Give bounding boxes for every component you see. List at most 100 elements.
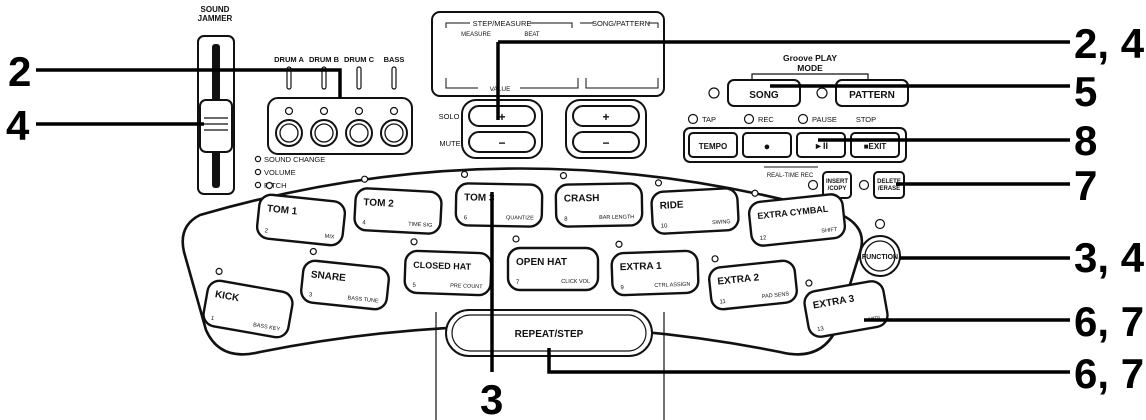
measure-label: MEASURE [461, 32, 491, 38]
rec-button[interactable]: ● [742, 132, 792, 158]
song-pattern-label: SONG/PATTERN [592, 19, 650, 28]
mute-label: MUTE [439, 139, 460, 148]
tap-led [687, 113, 699, 125]
svg-text:●: ● [764, 141, 771, 153]
display-panel [431, 11, 665, 97]
pad-body[interactable] [554, 182, 644, 228]
svg-text:INSERT/COPY: INSERT/COPY [826, 179, 848, 192]
drum-b-label: DRUM B [309, 55, 340, 64]
drum-b-button[interactable] [310, 119, 338, 147]
bass-button[interactable] [380, 119, 408, 147]
pad-function-label: BAR LENGTH [599, 214, 634, 221]
rec-led [743, 113, 755, 125]
pad-function-label: QUANTIZE [506, 215, 534, 221]
pad-body[interactable] [650, 187, 740, 235]
drum-a-button[interactable] [275, 119, 303, 147]
callout-right-7: 7 [1074, 162, 1097, 209]
pad-name-label: SNARE [310, 269, 346, 284]
mode-label: MODE [797, 63, 823, 73]
pad-body[interactable] [506, 246, 600, 292]
svg-text:PATTERN: PATTERN [849, 90, 895, 101]
rec-label: REC [758, 115, 774, 124]
stop-exit-button[interactable]: ■EXIT [850, 132, 900, 158]
drum-c-label: DRUM C [344, 55, 375, 64]
pad-body[interactable] [353, 187, 443, 235]
drum-a-label: DRUM A [274, 55, 304, 64]
tap-label: TAP [702, 115, 716, 124]
pad-body[interactable] [747, 193, 847, 247]
svg-text:+: + [602, 110, 609, 124]
volume-led [254, 168, 262, 176]
pad-body[interactable] [803, 279, 890, 338]
pad-function-label: MIX [324, 234, 335, 241]
pad-function-label: PRE COUNT [450, 283, 483, 290]
pad-function-label: BASS TUNE [347, 295, 379, 304]
song-button[interactable]: SONG [727, 79, 801, 107]
value-minus-button-2[interactable]: − [572, 131, 640, 153]
pad-function-label: TIME SIG [408, 222, 432, 229]
pad-body[interactable] [255, 193, 347, 247]
pad-name-label: KICK [214, 289, 241, 304]
pattern-button[interactable]: PATTERN [835, 79, 909, 107]
svg-text:−: − [602, 136, 609, 150]
svg-text:►II: ►II [814, 141, 828, 151]
song-led [708, 87, 720, 99]
svg-text:REPEAT/STEP: REPEAT/STEP [515, 329, 584, 340]
pad-led [309, 247, 317, 256]
pad-led [559, 172, 568, 180]
callout-lines [36, 40, 1070, 374]
pad-led [460, 170, 469, 178]
value-plus-button-2[interactable]: + [572, 105, 640, 127]
pad-name-label: TOM 1 [266, 203, 298, 217]
pad-led [361, 175, 369, 183]
pad-name-label: EXTRA 2 [717, 272, 760, 287]
value-minus-button-1[interactable]: − [468, 131, 536, 153]
pad-number-label: 11 [719, 299, 726, 306]
pad-body[interactable] [300, 259, 390, 311]
value-plus-button-1[interactable]: + [468, 105, 536, 127]
insert-copy-led [807, 179, 819, 191]
svg-text:FUNCTION: FUNCTION [862, 254, 898, 261]
pad-name-label: EXTRA 1 [620, 261, 663, 273]
pad-body[interactable] [610, 249, 700, 297]
function-button[interactable]: FUNCTION [859, 235, 901, 277]
pad-number-label: 6 [464, 215, 468, 221]
tempo-button[interactable]: TEMPO [688, 132, 738, 158]
pause-led [797, 113, 809, 125]
callout-right-5: 5 [1074, 68, 1097, 115]
pad-number-label: 5 [412, 283, 416, 289]
callout-right-6-7-b: 6, 7 [1074, 350, 1144, 397]
sound-jammer-slider-knob[interactable] [199, 99, 233, 153]
pad-number-label: 8 [564, 217, 568, 223]
pad-led [265, 181, 274, 190]
pad-body[interactable] [454, 182, 544, 228]
pad-extra-2[interactable]: EXTRA 2 11 PAD SENS [707, 248, 798, 311]
pad-function-label: PAD SENS [762, 291, 790, 300]
pad-body[interactable] [202, 279, 295, 339]
pad-number-label: 7 [516, 280, 520, 286]
pad-number-label: 10 [661, 223, 669, 229]
groove-play-label: Groove PLAY [783, 53, 837, 63]
callout-left-4: 4 [6, 102, 30, 149]
pad-name-label: RIDE [659, 200, 684, 212]
pad-body[interactable] [708, 259, 798, 311]
sound-change-label: SOUND CHANGE [264, 155, 325, 164]
play-pause-button[interactable]: ►II [796, 132, 846, 158]
drum-c-button[interactable] [345, 119, 373, 147]
pad-led [215, 267, 223, 276]
